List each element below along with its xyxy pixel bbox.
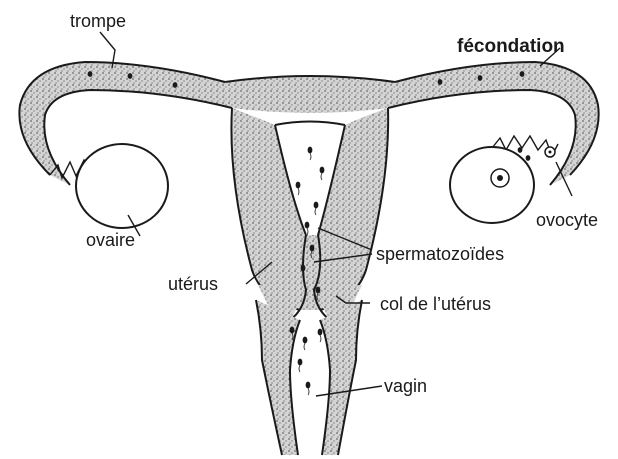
label-col-uterus: col de l’utérus [380, 294, 491, 314]
label-trompe: trompe [70, 11, 126, 31]
left-ovary [76, 144, 168, 228]
sperm-cells [88, 72, 530, 396]
label-ovocyte: ovocyte [536, 210, 598, 230]
vagina [256, 300, 362, 455]
uterus-body [231, 108, 388, 310]
ovocyte-cell [545, 147, 555, 157]
label-vagin: vagin [384, 376, 427, 396]
uterus-fundus [225, 76, 395, 113]
right-ovary [450, 147, 534, 223]
label-uterus: utérus [168, 274, 218, 294]
label-fecondation: fécondation [457, 36, 565, 57]
label-ovaire: ovaire [86, 230, 135, 250]
label-spermatozoides: spermatozoïdes [376, 244, 504, 264]
